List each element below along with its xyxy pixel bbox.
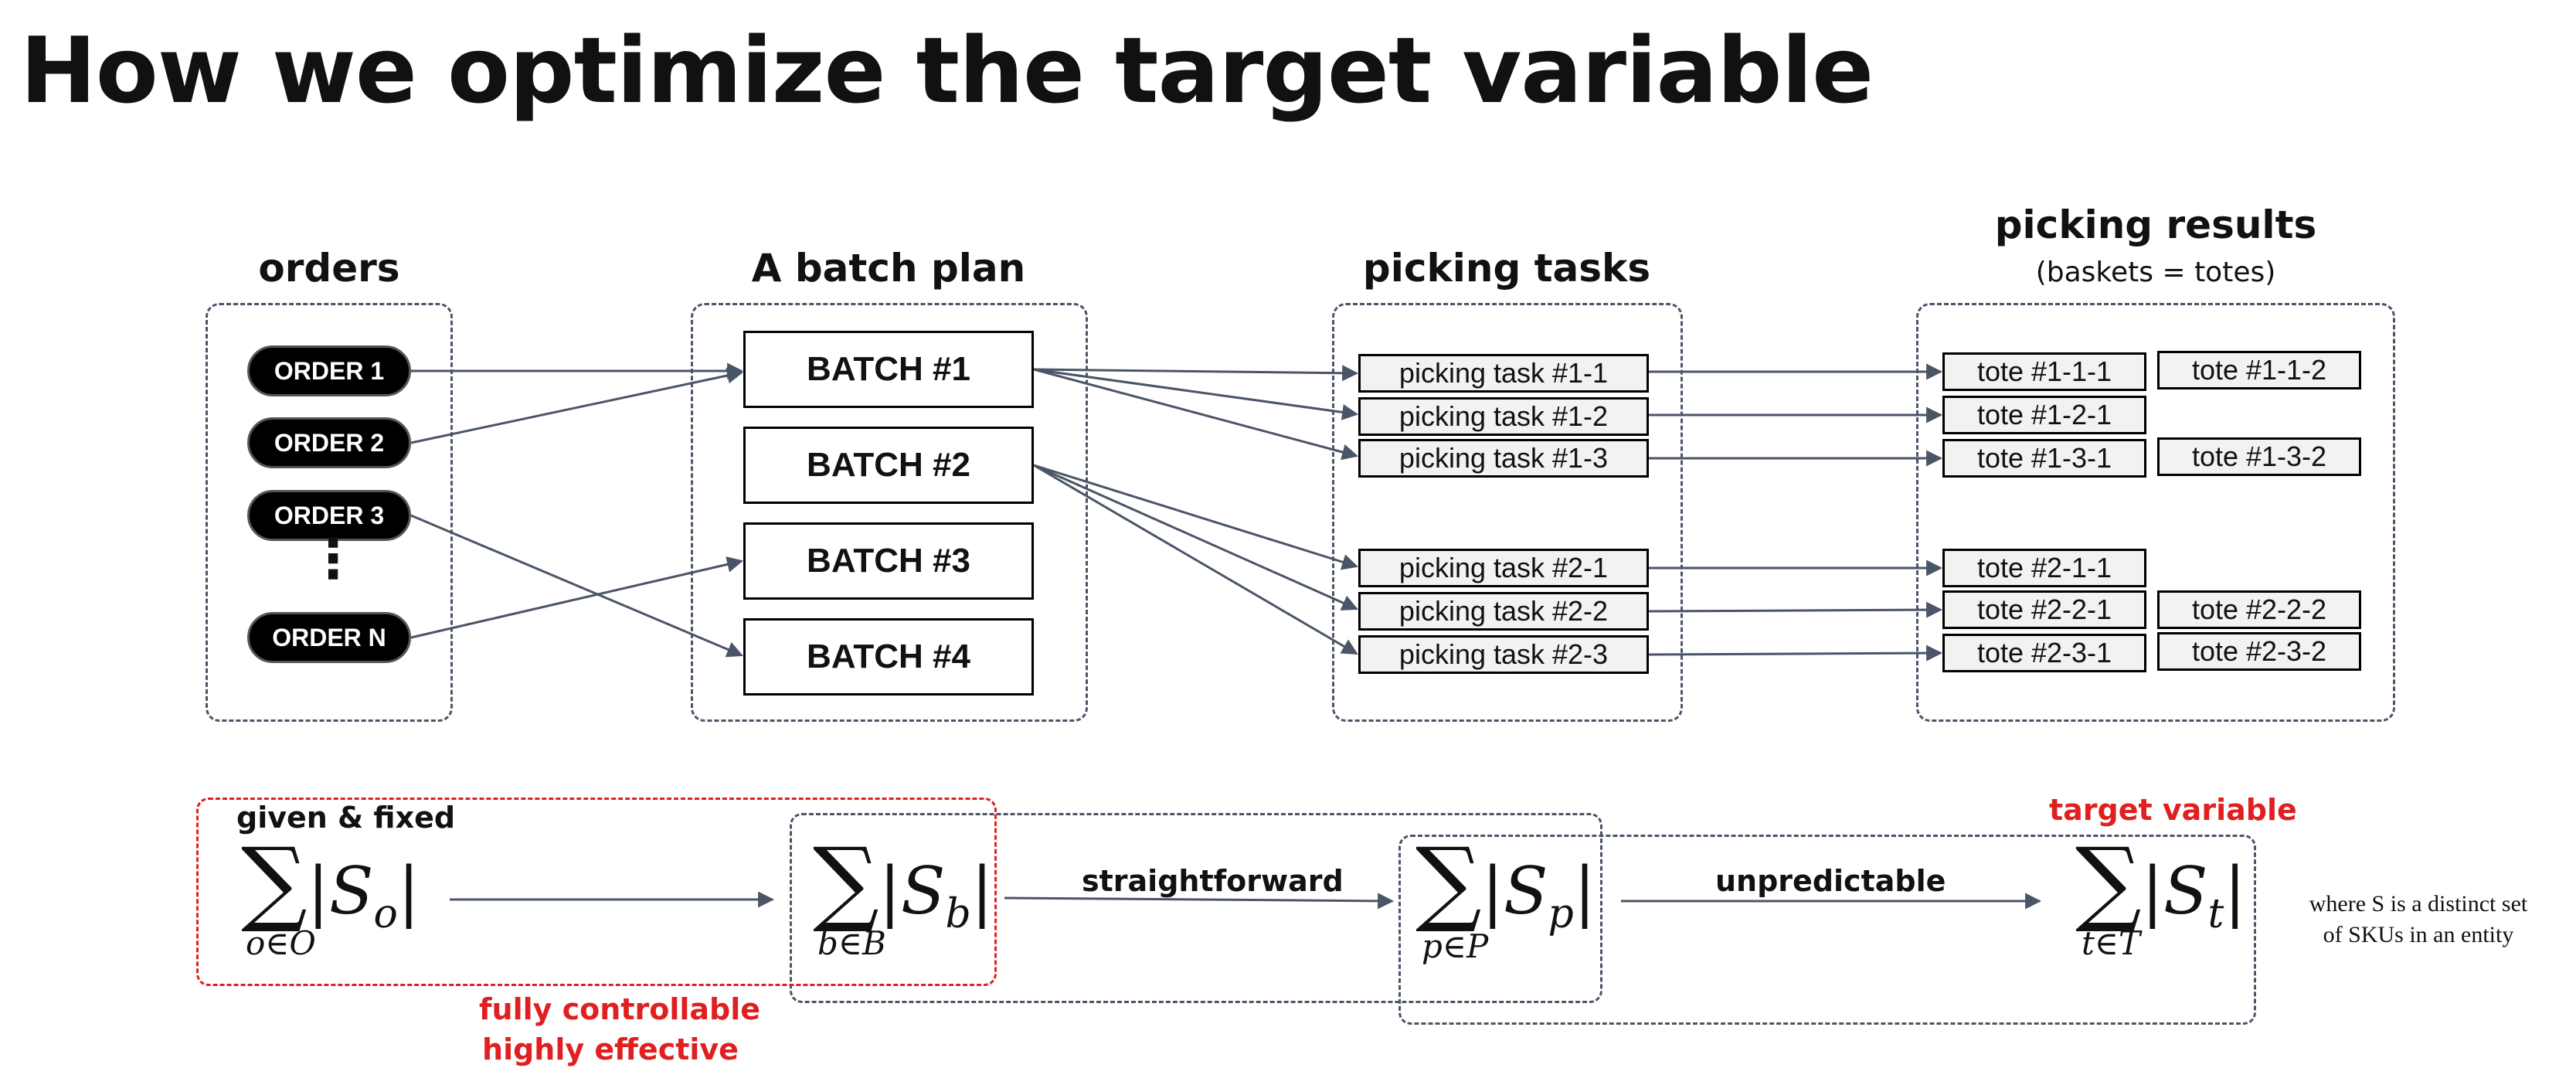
order-pill: ORDER 2 (247, 417, 411, 468)
tote-box: tote #2-1-1 (1942, 549, 2146, 587)
subscript: p (1548, 890, 1574, 937)
batch-plan-group (691, 303, 1088, 722)
tote-box: tote #2-2-1 (1942, 590, 2146, 629)
arrow-order3-batch4 (410, 514, 743, 658)
sum-orders-formula: ∑|So| (241, 828, 420, 937)
arrow-orderN-batch3 (410, 556, 744, 639)
sum-batches-formula: ∑|Sb| (813, 828, 994, 937)
arrow-batch2-task2-2 (1033, 464, 1358, 611)
batch-task-region (790, 813, 1602, 1003)
subscript: b (945, 890, 971, 937)
tote-box: tote #2-2-2 (2157, 590, 2361, 629)
definition-note-line2: of SKUs in an entity (2323, 922, 2514, 947)
picking-results-subheading: (baskets = totes) (2035, 257, 2276, 288)
picking-tasks-heading: picking tasks (1362, 246, 1651, 291)
batch-box: BATCH #2 (743, 427, 1034, 504)
picking-task-box: picking task #2-2 (1358, 592, 1649, 631)
tote-box: tote #1-1-2 (2157, 351, 2361, 389)
set-symbol: S (900, 853, 946, 929)
sigma-symbol: ∑ (813, 828, 879, 936)
tote-box: tote #2-3-2 (2157, 632, 2361, 671)
picking-task-box: picking task #2-3 (1358, 635, 1649, 674)
sum-totes-index: t∈T (2082, 924, 2140, 962)
definition-note-line1: where S is a distinct set (2309, 891, 2528, 917)
picking-results-heading: picking results (1994, 202, 2317, 247)
task-tote-region (1398, 835, 2256, 1025)
tote-box: tote #1-1-1 (1942, 352, 2146, 391)
sigma-symbol: ∑ (241, 828, 308, 936)
straightforward-label: straightforward (1082, 864, 1344, 898)
definition-note: where S is a distinct set of SKUs in an … (2279, 889, 2557, 951)
arrow-batch1-task1-2 (1033, 368, 1359, 420)
picking-task-box: picking task #1-2 (1358, 397, 1649, 436)
batch-box: BATCH #1 (743, 331, 1034, 408)
picking-task-box: picking task #1-3 (1358, 439, 1649, 478)
sigma-symbol: ∑ (2075, 828, 2142, 936)
order-pill: ORDER 3 (247, 490, 411, 541)
picking-tasks-group (1332, 303, 1683, 722)
sum-orders-index: o∈O (246, 924, 316, 962)
set-symbol: S (328, 853, 374, 929)
fully-controllable-label: fully controllable (479, 992, 761, 1026)
given-fixed-label: given & fixed (236, 801, 456, 835)
order-pill: ORDER 1 (247, 345, 411, 396)
subscript: t (2207, 890, 2224, 937)
tote-box: tote #1-3-2 (2157, 437, 2361, 476)
sum-tasks-formula: ∑|Sp| (1415, 828, 1596, 937)
arrow-batch1-task1-3 (1033, 368, 1359, 461)
order-pill: ORDER N (247, 612, 411, 663)
arrow-order2-batch1 (410, 367, 744, 444)
batch-box: BATCH #3 (743, 522, 1034, 600)
target-variable-label: target variable (2049, 793, 2297, 827)
highly-effective-label: highly effective (482, 1032, 739, 1066)
tote-box: tote #1-3-1 (1942, 439, 2146, 478)
unpredictable-label: unpredictable (1715, 864, 1946, 898)
picking-task-box: picking task #1-1 (1358, 354, 1649, 393)
picking-task-box: picking task #2-1 (1358, 549, 1649, 587)
sigma-symbol: ∑ (1415, 828, 1482, 936)
arrow-task-tote (1648, 645, 1943, 662)
sum-tasks-index: p∈P (1422, 927, 1489, 965)
batch-plan-heading: A batch plan (751, 246, 1026, 291)
arrow-task-tote (1648, 601, 1943, 618)
batch-box: BATCH #4 (743, 618, 1034, 696)
orders-group (206, 303, 453, 722)
arrow-batch1-task1-1 (1033, 365, 1359, 382)
set-symbol: S (1503, 853, 1548, 929)
arrow-batch2-task2-1 (1033, 464, 1359, 570)
arrow-batch2-task2-3 (1033, 464, 1358, 655)
arrow-batches-to-tasks (1004, 893, 1395, 910)
subscript: o (373, 890, 398, 937)
controllable-region (196, 798, 997, 986)
page-title: How we optimize the target variable (20, 17, 1874, 124)
tote-box: tote #1-2-1 (1942, 396, 2146, 434)
picking-results-group (1916, 303, 2395, 722)
orders-heading: orders (258, 246, 400, 291)
sum-totes-formula: ∑|St| (2075, 828, 2246, 937)
sum-batches-index: b∈B (817, 924, 886, 962)
tote-box: tote #2-3-1 (1942, 634, 2146, 672)
set-symbol: S (2163, 853, 2208, 929)
